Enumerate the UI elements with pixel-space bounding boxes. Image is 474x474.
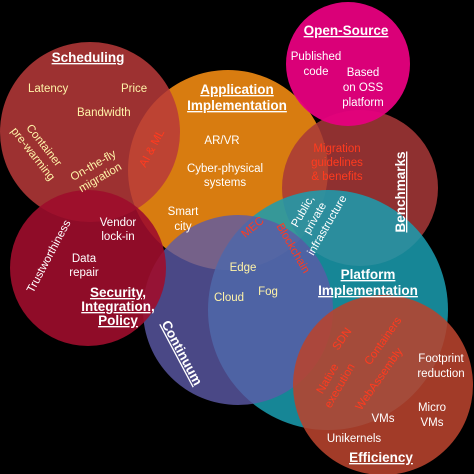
- label-fog: Fog: [258, 286, 278, 298]
- label-bandwidth: Bandwidth: [77, 107, 131, 119]
- label-edge: Edge: [230, 262, 257, 274]
- benchmarks-title: Benchmarks: [393, 151, 408, 232]
- scheduling-circle: [0, 42, 180, 222]
- label-latency: Latency: [28, 83, 69, 95]
- platform-title-line1: Platform: [341, 267, 396, 282]
- security-title-line3: Policy: [98, 313, 138, 328]
- label-micro-vms: VMs: [421, 417, 444, 429]
- label-city: city: [174, 221, 192, 233]
- label-code: code: [304, 66, 329, 78]
- label-footprint: Footprint: [418, 353, 464, 365]
- label-ar-vr: AR/VR: [204, 135, 239, 147]
- label-on-oss: on OSS: [343, 82, 384, 94]
- efficiency-title: Efficiency: [349, 450, 413, 465]
- label-vms: VMs: [372, 413, 395, 425]
- label-smart: Smart: [168, 206, 199, 218]
- platform-title-line2: Implementation: [318, 283, 418, 298]
- label-vendor: Vendor: [100, 217, 137, 229]
- label-systems: systems: [204, 177, 246, 189]
- label-guidelines: guidelines: [311, 157, 363, 169]
- label-price: Price: [121, 83, 147, 95]
- continuum-circle: [143, 215, 333, 405]
- label-data: Data: [72, 253, 97, 265]
- label-cloud: Cloud: [214, 292, 244, 304]
- label-micro: Micro: [418, 402, 446, 414]
- label-based: Based: [347, 67, 380, 79]
- label-benefits: & benefits: [311, 171, 362, 183]
- efficiency-circle: [293, 295, 473, 474]
- security-title-line2: Integration,: [81, 299, 155, 314]
- label-lock-in: lock-in: [101, 231, 134, 243]
- label-platform: platform: [342, 97, 384, 109]
- label-published: Published: [291, 51, 342, 63]
- application-title-line2: Implementation: [187, 98, 287, 113]
- label-reduction: reduction: [417, 368, 464, 380]
- label-repair: repair: [69, 267, 99, 279]
- open-source-circle: [286, 2, 410, 126]
- security-title-line1: Security,: [90, 285, 146, 300]
- security-circle: [10, 190, 166, 346]
- scheduling-title: Scheduling: [52, 50, 125, 65]
- application-title-line1: Application: [200, 82, 274, 97]
- open-source-title: Open-Source: [304, 23, 389, 38]
- label-cyber-physical: Cyber-physical: [187, 163, 263, 175]
- label-migration-guidelines: Migration: [313, 143, 360, 155]
- label-unikernels: Unikernels: [327, 433, 382, 445]
